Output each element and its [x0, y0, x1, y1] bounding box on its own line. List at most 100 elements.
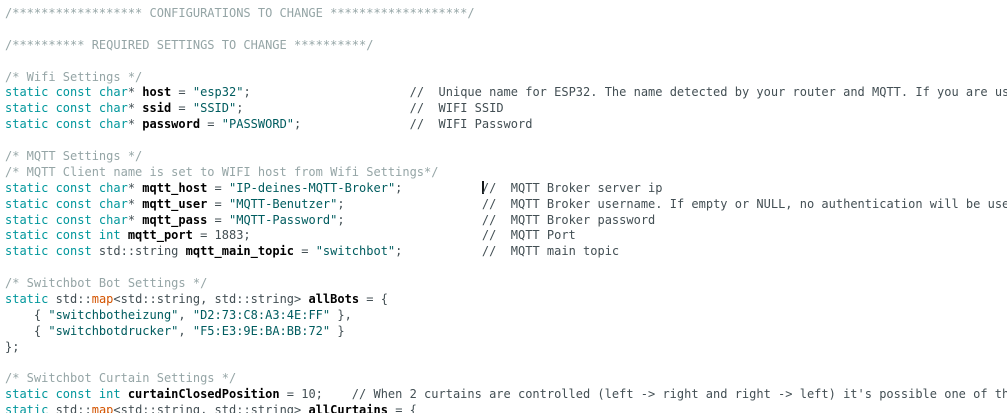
code-token: ; — [236, 101, 410, 116]
code-token: = 1883; — [192, 228, 482, 243]
code-line — [5, 260, 1007, 276]
string-token: "esp32" — [192, 85, 244, 100]
builtin-token: map — [91, 292, 114, 307]
code-line: /* Switchbot Bot Settings */ — [5, 276, 1007, 292]
comment-inline: // MQTT Port — [481, 228, 576, 243]
code-line: static const char* password = "PASSWORD"… — [5, 117, 1007, 133]
code-line: { "switchbotheizung", "D2:73:C8:A3:4E:FF… — [5, 308, 1007, 324]
keyword-token: static const — [5, 244, 92, 259]
code-token: = — [171, 85, 193, 100]
string-token: "switchbotdrucker" — [48, 323, 179, 338]
code-line: /* MQTT Settings */ — [5, 149, 1007, 165]
identifier-token: mqtt_pass — [142, 212, 208, 227]
code-token: ; — [337, 212, 482, 227]
comment-block: /****************** CONFIGURATIONS TO CH… — [5, 6, 475, 20]
comment-inline: // WIFI SSID — [409, 101, 504, 116]
comment-inline: // When 2 curtains are controlled (left … — [351, 387, 1007, 402]
string-token: "SSID" — [192, 101, 237, 116]
code-token: <std::string, std::string> — [113, 292, 309, 307]
code-line: static const int mqtt_port = 1883; // MQ… — [5, 228, 1007, 244]
code-line: static std::map<std::string, std::string… — [5, 403, 1007, 413]
code-token: }; — [5, 339, 20, 354]
code-token: std::string — [91, 244, 186, 259]
string-token: "IP-deines-MQTT-Broker" — [229, 180, 396, 195]
comment-inline: // MQTT Broker server ip — [481, 180, 663, 195]
code-line: { "switchbotdrucker", "F5:E3:9E:BA:BB:72… — [5, 324, 1007, 340]
comment-block: /* Switchbot Bot Settings */ — [5, 276, 208, 291]
code-line: /********** REQUIRED SETTINGS TO CHANGE … — [5, 38, 1007, 54]
comment-block: /* MQTT Settings */ — [5, 149, 143, 164]
code-token: * — [127, 85, 143, 100]
code-token: = — [171, 101, 193, 116]
code-line — [5, 356, 1007, 372]
comment-block: /* MQTT Client name is set to WIFI host … — [5, 164, 439, 179]
code-line: static const char* host = "esp32"; // Un… — [5, 85, 1007, 101]
code-line: /* MQTT Client name is set to WIFI host … — [5, 165, 1007, 181]
comment-inline: // WIFI Password — [409, 117, 533, 132]
keyword-token: static — [5, 292, 49, 307]
code-line: /****************** CONFIGURATIONS TO CH… — [5, 6, 1007, 22]
code-token: * — [127, 101, 143, 116]
string-token: "switchbotheizung" — [48, 307, 179, 322]
code-token: = { — [387, 403, 417, 413]
string-token: "F5:E3:9E:BA:BB:72" — [192, 323, 331, 338]
identifier-token: host — [142, 85, 172, 100]
keyword-token: static const char — [5, 117, 128, 132]
keyword-token: static const char — [5, 180, 128, 195]
builtin-token: map — [91, 403, 114, 413]
code-token — [121, 387, 128, 401]
code-token: { — [5, 307, 49, 322]
keyword-token: static const char — [5, 196, 128, 211]
keyword-token: static const int — [5, 387, 121, 402]
comment-block: /* Switchbot Curtain Settings */ — [5, 371, 237, 386]
code-token: std:: — [48, 403, 92, 413]
code-token: = — [294, 244, 316, 259]
code-token: = 10; — [279, 387, 352, 402]
comment-inline: // MQTT main topic — [481, 244, 620, 259]
code-token: }, — [330, 307, 352, 322]
string-token: "D2:73:C8:A3:4E:FF" — [192, 307, 331, 322]
code-line: static const std::string mqtt_main_topic… — [5, 244, 1007, 260]
code-line — [5, 22, 1007, 38]
keyword-token: static const char — [5, 85, 128, 100]
identifier-token: allCurtains — [308, 403, 388, 413]
code-token: * — [127, 117, 143, 132]
code-token: = { — [359, 292, 388, 307]
code-line: static const char* mqtt_pass = "MQTT-Pas… — [5, 213, 1007, 229]
text-caret — [481, 180, 484, 194]
code-token: * — [127, 212, 143, 227]
code-line: /* Switchbot Curtain Settings */ — [5, 371, 1007, 387]
identifier-token: mqtt_main_topic — [185, 244, 294, 259]
code-token: { — [5, 323, 49, 338]
keyword-token: static const int — [5, 228, 121, 243]
code-token: ; — [395, 244, 482, 259]
identifier-token: mqtt_port — [127, 228, 193, 243]
comment-block: /********** REQUIRED SETTINGS TO CHANGE … — [5, 37, 374, 52]
code-token: ; — [294, 117, 410, 132]
code-token: = — [207, 180, 229, 195]
code-token: , — [178, 307, 193, 322]
code-token: * — [127, 196, 143, 211]
identifier-token: ssid — [142, 101, 172, 116]
code-line: /* Wifi Settings */ — [5, 70, 1007, 86]
comment-block: /* Wifi Settings */ — [5, 69, 143, 84]
code-token: ; — [337, 196, 482, 211]
string-token: "switchbot" — [315, 244, 396, 259]
code-line: static const char* mqtt_host = "IP-deine… — [5, 180, 1007, 197]
comment-inline: // MQTT Broker password — [481, 212, 656, 227]
code-line: static const char* ssid = "SSID"; // WIF… — [5, 101, 1007, 117]
code-token: = — [207, 196, 229, 211]
identifier-token: allBots — [308, 292, 360, 307]
keyword-token: static const char — [5, 101, 128, 116]
code-token: std:: — [48, 292, 92, 307]
code-line: }; — [5, 340, 1007, 356]
code-line — [5, 133, 1007, 149]
string-token: "MQTT-Benutzer" — [229, 196, 338, 211]
identifier-token: mqtt_host — [142, 180, 208, 195]
string-token: "PASSWORD" — [221, 117, 295, 132]
comment-inline: // Unique name for ESP32. The name detec… — [409, 85, 1007, 100]
string-token: "MQTT-Password" — [229, 212, 338, 227]
identifier-token: curtainClosedPosition — [127, 387, 280, 402]
code-token: ; — [395, 180, 482, 195]
